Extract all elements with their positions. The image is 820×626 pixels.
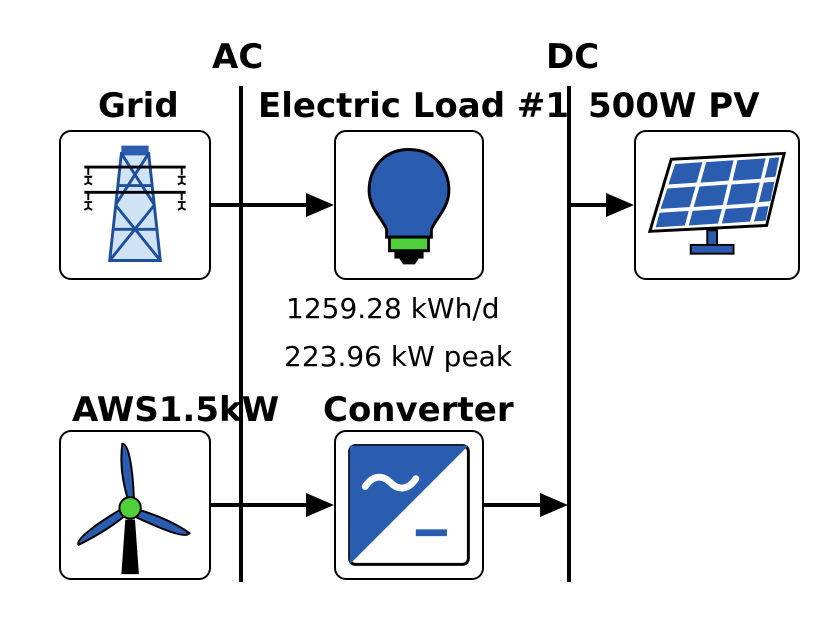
grid-card[interactable] <box>59 130 211 280</box>
ac-to-load-arrow <box>241 193 334 217</box>
ac-dc-converter-icon <box>348 444 470 566</box>
wind-turbine-card[interactable] <box>59 430 211 580</box>
converter-to-dc-arrow <box>484 493 568 517</box>
dc-bus-label: DC <box>546 37 600 77</box>
load-peak-stat: 223.96 kW peak <box>284 340 513 373</box>
pv-label: 500W PV <box>588 86 760 126</box>
light-bulb-icon <box>367 148 451 265</box>
dc-to-pv-arrow <box>569 193 634 217</box>
dc-bus-bar <box>567 86 571 582</box>
wind-turbine-icon <box>77 442 191 575</box>
converter-card[interactable] <box>334 430 484 580</box>
ac-bus-bar <box>239 86 243 582</box>
ac-bus-label: AC <box>212 37 264 77</box>
converter-label: Converter <box>323 390 514 430</box>
electric-load-label: Electric Load #1 <box>258 86 570 126</box>
pv-card[interactable] <box>634 130 800 280</box>
electric-load-card[interactable] <box>334 130 484 280</box>
wind-turbine-label: AWS1.5kW <box>72 390 280 430</box>
load-energy-stat: 1259.28 kWh/d <box>286 292 500 325</box>
solar-panel-icon <box>647 151 787 255</box>
transmission-tower-icon <box>83 145 187 262</box>
ac-to-converter-arrow <box>241 493 334 517</box>
grid-label: Grid <box>98 86 179 126</box>
